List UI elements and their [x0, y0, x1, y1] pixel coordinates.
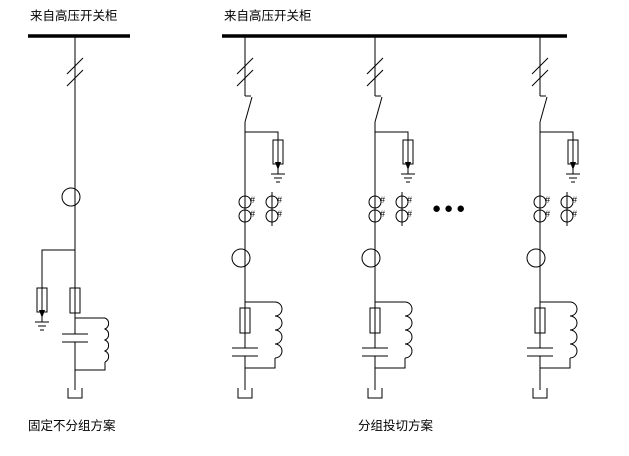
capacitor-feeder-3: [526, 35, 581, 399]
fixed-scheme: 来自高压开关柜: [28, 8, 130, 433]
source-label: 来自高压开关柜: [30, 8, 118, 23]
termination-icon: [67, 388, 83, 399]
reactor-coil-icon: [75, 317, 110, 371]
capacitor-feeder-1: [231, 35, 286, 399]
source-label: 来自高压开关柜: [224, 8, 312, 23]
fuse-icon: [69, 287, 81, 314]
scheme-caption: 固定不分组方案: [28, 418, 116, 433]
grouped-scheme: 来自高压开关柜 ●●● 分组投切方案: [222, 8, 581, 433]
capacitor-icon: [62, 333, 88, 343]
ground-icon: [35, 317, 49, 331]
capacitor-bank: [62, 287, 110, 371]
ellipsis-dots: ●●●: [432, 200, 468, 217]
surge-arrester-branch: [35, 249, 75, 331]
scheme-caption: 分组投切方案: [358, 418, 434, 433]
disconnect-switch-icon: [66, 57, 84, 87]
surge-arrester-icon: [36, 284, 48, 318]
instrument-transformer-icon: [61, 187, 81, 207]
capacitor-feeder-2: [361, 35, 416, 399]
